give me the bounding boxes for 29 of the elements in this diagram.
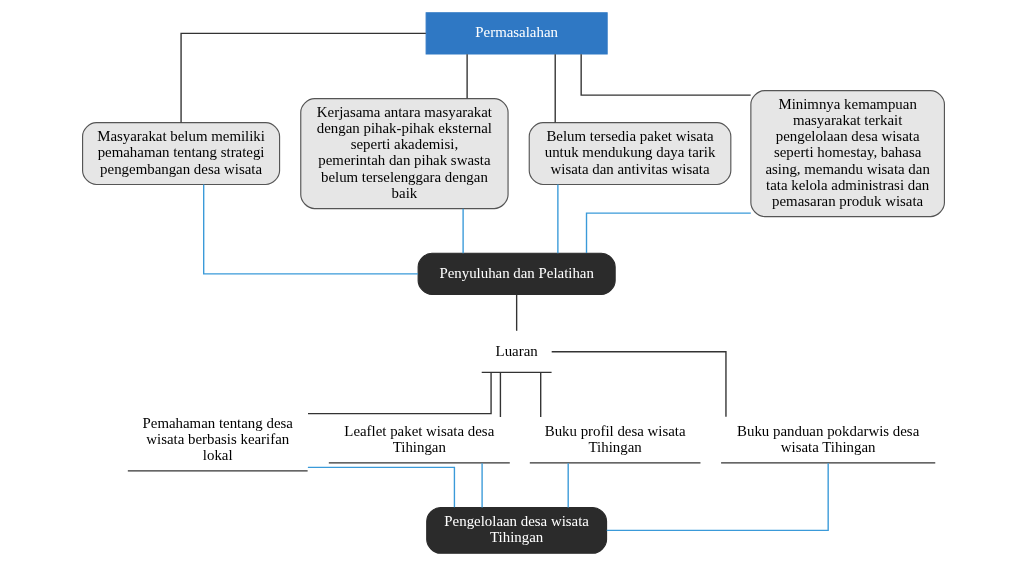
connector: [307, 466, 456, 508]
node-box: Masyarakat belum memiliki pemahaman tentang strategi pengembangan desa wisata: [82, 122, 281, 186]
node-box: Permasalahan: [425, 12, 608, 55]
connector: [557, 183, 559, 254]
node-box: Kerjasama antara masyarakat dengan pihak-pihak eksternal seperti akademisi, pemerintah dan pihak swasta belum terselenggara dengan baik: [300, 98, 509, 210]
connector: [567, 462, 569, 509]
connector: [515, 294, 518, 332]
node-text: Leaflet paket wisata desa Tihingan: [344, 422, 495, 455]
node-box: Pengelolaan desa wisata Tihingan: [426, 506, 608, 554]
node-box: Minimnya kemampuan masyarakat terkait pengelolaan desa wisata seperti homestay, bahasa asing, memandu wisata dan tata kelola administrasi dan pemasaran produk wisata: [750, 90, 945, 218]
node-text: Pemahaman tentang desa wisata berbasis kearifan lokal: [142, 414, 293, 463]
connector: [203, 183, 419, 275]
connector: [554, 53, 556, 124]
connector: [580, 53, 752, 96]
node-text: Buku profil desa wisata Tihingan: [544, 422, 686, 455]
node-text: Luaran: [495, 342, 538, 359]
connector: [540, 371, 542, 418]
connector: [551, 351, 727, 418]
connector: [499, 371, 502, 418]
connector: [180, 32, 427, 124]
node-box: Penyuluhan dan Pelatihan: [417, 252, 616, 296]
node-text: Buku panduan pokdarwis desa wisata Tihingan: [737, 422, 920, 455]
connector: [585, 212, 752, 254]
node-box: Belum tersedia paket wisata untuk mendukung daya tarik wisata dan antivitas wisata: [528, 122, 732, 186]
connector: [462, 208, 464, 254]
connector: [466, 53, 468, 99]
connector: [481, 462, 483, 509]
connector: [606, 462, 829, 532]
connector: [307, 371, 492, 415]
